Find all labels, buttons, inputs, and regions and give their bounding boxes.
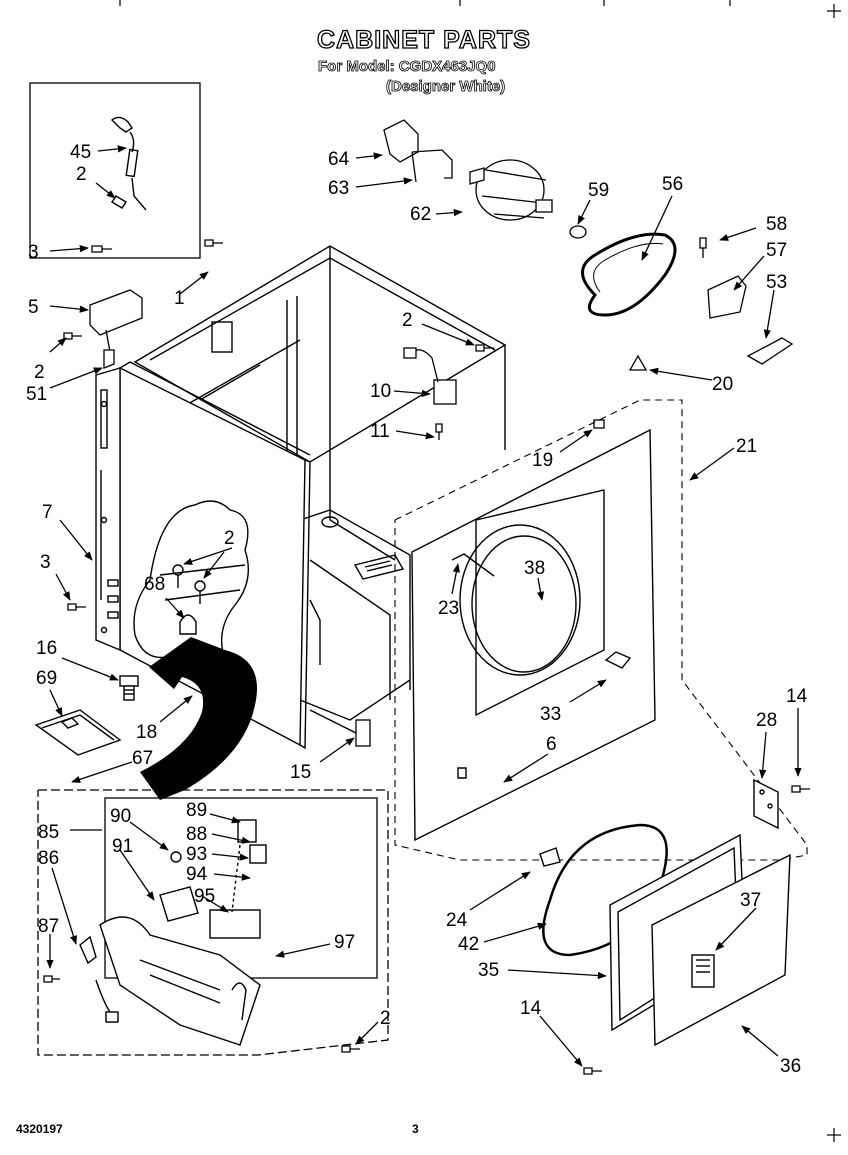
callout-42: 42	[458, 934, 479, 955]
callout-33: 33	[540, 704, 561, 725]
callout-64: 64	[328, 149, 350, 170]
callout-45: 45	[70, 142, 91, 163]
access-cover	[34, 709, 122, 756]
callout-94: 94	[186, 864, 208, 885]
callout-51: 51	[26, 384, 47, 405]
model-line: For Model: CGDX463JQ0	[318, 58, 496, 76]
callout-35: 35	[478, 960, 499, 981]
callout-28: 28	[756, 710, 777, 731]
callout-19: 19	[532, 450, 553, 471]
callout-7: 7	[42, 502, 53, 523]
callout-21: 21	[736, 436, 757, 457]
callout-97: 97	[334, 932, 355, 953]
color-line: (Designer White)	[386, 78, 506, 96]
callout-59: 59	[588, 180, 609, 201]
power-cord-terminal	[110, 116, 147, 211]
callout-36: 36	[780, 1056, 801, 1077]
callout-1: 1	[174, 288, 185, 309]
callout-91: 91	[112, 836, 133, 857]
callout-38: 38	[524, 558, 545, 579]
inset-box-power-cord	[29, 82, 201, 259]
exhaust-duct	[140, 637, 257, 800]
callout-labels: 45 2 64 63 62 59 56 58 57 53 3 1 5 2 51 …	[26, 142, 808, 1077]
callout-2c: 2	[402, 310, 413, 331]
callout-62: 62	[410, 204, 431, 225]
callout-68: 68	[144, 574, 165, 595]
callout-24: 24	[446, 910, 468, 931]
front-panel	[411, 428, 656, 842]
callout-93: 93	[186, 844, 207, 865]
page-number: 3	[412, 1122, 419, 1136]
callout-15: 15	[290, 762, 311, 783]
callout-67: 67	[132, 748, 153, 769]
callout-86: 86	[38, 848, 59, 869]
callout-3: 3	[28, 242, 39, 263]
callout-90: 90	[110, 806, 131, 827]
callout-2d: 2	[224, 528, 235, 549]
small-parts	[43, 119, 810, 1075]
burner-assembly	[79, 819, 267, 1046]
callout-11: 11	[370, 421, 390, 442]
callout-2b: 2	[34, 362, 45, 383]
callout-23: 23	[438, 598, 459, 619]
side-panel	[95, 361, 311, 750]
callout-6: 6	[546, 734, 557, 755]
callout-3b: 3	[40, 552, 51, 573]
leader-lines	[46, 145, 802, 1067]
callout-63: 63	[328, 178, 349, 199]
callout-53: 53	[766, 272, 787, 293]
callout-2e: 2	[380, 1008, 391, 1029]
callout-88: 88	[186, 824, 207, 845]
callout-57: 57	[766, 240, 787, 261]
callout-14b: 14	[520, 998, 542, 1019]
callout-56: 56	[662, 174, 683, 195]
corner-marks	[119, 0, 841, 1142]
callout-87: 87	[38, 916, 59, 937]
callout-16: 16	[36, 638, 57, 659]
front-assembly-dash	[394, 399, 808, 861]
callout-89: 89	[186, 800, 207, 821]
callout-85: 85	[38, 822, 59, 843]
callout-37: 37	[740, 890, 761, 911]
page-title: CABINET PARTS	[316, 25, 531, 54]
callout-2: 2	[76, 164, 87, 185]
callout-10: 10	[370, 381, 391, 402]
callout-20: 20	[712, 374, 733, 395]
callout-69: 69	[36, 668, 57, 689]
callout-14: 14	[786, 686, 808, 707]
callout-95: 95	[194, 886, 215, 907]
callout-18: 18	[136, 722, 157, 743]
burner-box-dash	[37, 789, 389, 1056]
leveling-leg	[119, 675, 139, 701]
callout-5: 5	[28, 297, 39, 318]
document-number: 4320197	[16, 1122, 63, 1136]
callout-58: 58	[766, 214, 787, 235]
